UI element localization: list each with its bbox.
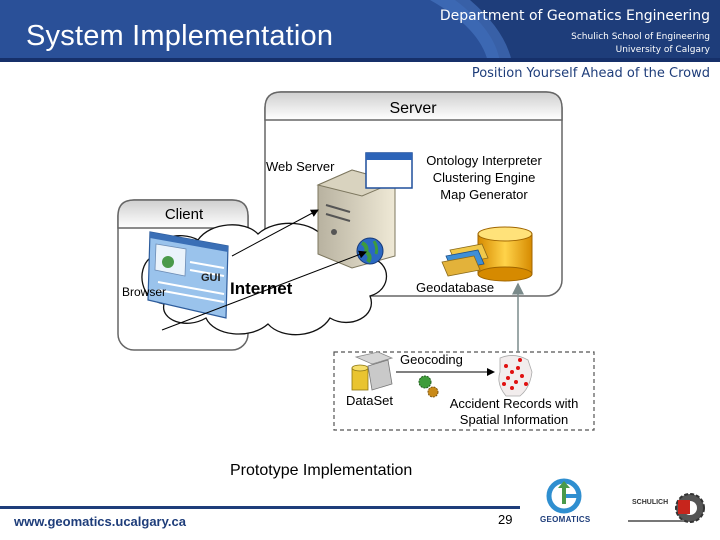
footer-url-link[interactable]: www.geomatics.ucalgary.ca [14,514,186,529]
module-clustering-engine: Clustering Engine [433,170,536,185]
school-name: Schulich School of Engineering [571,32,710,42]
header-background [0,0,720,62]
client-server-arrow [161,250,367,331]
figure-caption: Prototype Implementation [230,462,413,479]
schulich-logo-text: SCHULICH [632,499,669,506]
dataset-icon [351,351,394,391]
geomatics-logo-text: GEOMATICS [540,515,591,524]
geomatics-logo-icon [546,478,582,514]
department-name: Department of Geomatics Engineering [439,8,710,24]
tagline: Position Yourself Ahead of the Crowd [471,66,710,81]
browser-webserver-arrow [231,209,319,257]
geocoding-label: Geocoding [400,352,463,367]
schulich-logo-icon [628,493,705,523]
header-band: System Implementation Department of Geom… [0,0,720,62]
browser-window-icon [147,231,229,319]
globe-icon [356,237,384,265]
geodatabase-label: Geodatabase [416,280,494,295]
footer-divider [0,506,520,509]
dataset-label: DataSet [346,393,393,408]
gui-label: GUI [201,272,221,284]
page-number: 29 [498,512,513,527]
server-label: Server [389,100,437,117]
browser-label: Browser [122,285,166,299]
internet-label: Internet [230,279,293,298]
geodatabase-icon [441,226,533,282]
university-name: University of Calgary [615,45,710,55]
module-map-generator: Map Generator [440,187,528,202]
gears-icon [418,375,439,398]
web-server-label: Web Server [266,159,335,174]
accident-records-label-line2: Spatial Information [460,412,568,427]
page-title: System Implementation [26,20,334,52]
application-window-icon [365,152,413,189]
accident-map-icon [498,355,533,397]
module-ontology-interpreter: Ontology Interpreter [426,153,542,168]
client-label: Client [165,206,204,223]
accident-records-label-line1: Accident Records with [450,396,579,411]
